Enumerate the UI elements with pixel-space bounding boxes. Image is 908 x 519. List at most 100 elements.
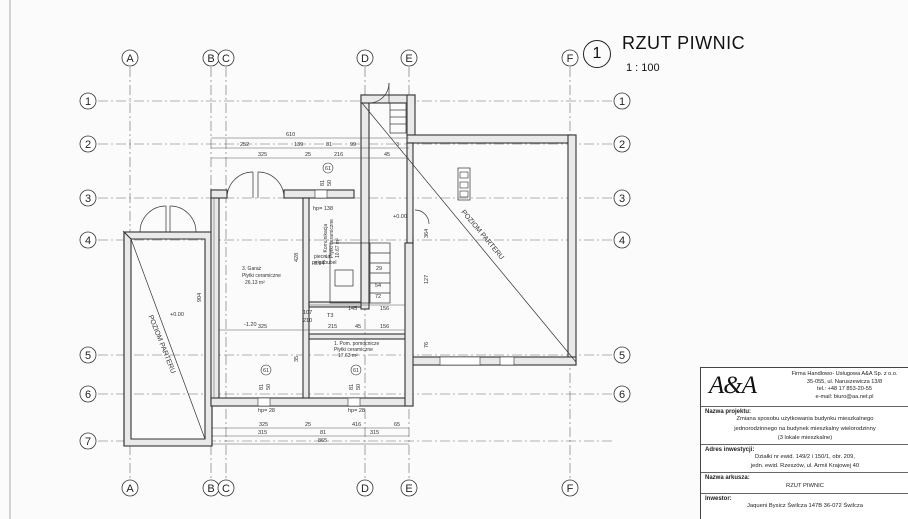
axis-label: B xyxy=(207,483,214,495)
window-id: 61 xyxy=(353,368,359,374)
dim-value: 65 xyxy=(394,422,400,428)
axis-label: C xyxy=(222,483,230,495)
mid-dimensions: 325 215 45 156 145 156 xyxy=(219,304,405,331)
room-finish: Płytki ceramiczne xyxy=(242,273,281,279)
room-name: 1. Pom. pomocnicze xyxy=(334,341,380,347)
sheet-label: Nazwa arkusza: xyxy=(705,474,750,481)
firm-name: Firma Handlowo- Usługowa A&A Sp. z o.o. xyxy=(791,371,898,377)
dim-value: 29 xyxy=(376,266,382,272)
level-mark: +0.00 xyxy=(393,214,407,220)
room-area: 10.67 m² xyxy=(335,238,341,258)
level-mark: -0.94 xyxy=(312,261,325,267)
axis-label: 1 xyxy=(85,96,91,108)
window-marker: 61 81 50 xyxy=(349,364,362,390)
axis-label: 5 xyxy=(619,350,625,362)
dim-value: 865 xyxy=(318,438,327,444)
hp-label: hp= 138 xyxy=(313,206,333,212)
dim-value: 45 xyxy=(384,152,390,158)
axis-label: 2 xyxy=(619,139,625,151)
sheet-name: RZUT PIWNIC xyxy=(786,482,824,489)
axis-label: A xyxy=(126,53,134,65)
axis-label: 3 xyxy=(85,193,91,205)
row-gridlines xyxy=(98,100,612,442)
dim-value: 416 xyxy=(352,422,361,428)
axis-label: 6 xyxy=(619,389,625,401)
dim-value: 72 xyxy=(375,294,381,300)
dim-value: 45 xyxy=(355,324,361,330)
dim-value: 25 xyxy=(305,422,311,428)
logo-text: A&A xyxy=(709,372,757,399)
walls xyxy=(122,82,577,447)
dim-value: 364 xyxy=(424,229,430,238)
misc-label: T3 xyxy=(327,313,333,319)
room-finish: Płytki ceramiczne xyxy=(329,219,335,258)
dim-value: 252 xyxy=(240,142,249,148)
level-label: POZIOM PARTERU xyxy=(459,209,504,261)
window-dim: 50 xyxy=(266,384,272,390)
dim-value: 25 xyxy=(305,152,311,158)
axis-label: C xyxy=(222,53,230,65)
room-finish: Płytki ceramiczne xyxy=(334,347,373,353)
firm-info: Firma Handlowo- Usługowa A&A Sp. z o.o. … xyxy=(782,371,907,401)
dim-value: 145 xyxy=(348,306,357,312)
project-line: (3 lokale mieszkalne) xyxy=(777,435,833,441)
misc-label: 107 xyxy=(303,310,312,316)
axis-label: F xyxy=(567,483,574,495)
window-marker: 61 81 50 xyxy=(320,162,334,186)
window-id: 61 xyxy=(263,368,269,374)
room-area: 26.13 m² xyxy=(245,280,265,286)
dim-value: 35 xyxy=(294,356,300,362)
firm-address: 35-055, ul. Naruszewicza 13/8 xyxy=(806,378,883,385)
misc-label: 210 xyxy=(303,318,312,324)
dim-value: 54 xyxy=(375,283,381,289)
stove-text: pelet/bubel xyxy=(312,260,336,266)
axis-label: D xyxy=(361,53,369,65)
dim-value: 76 xyxy=(424,342,430,348)
address-label: Adres inwestycji: xyxy=(705,446,755,453)
room-name: 3. Garaż xyxy=(242,266,262,272)
title-block: A&A Firma Handlowo- Usługowa A&A Sp. z o… xyxy=(700,367,908,519)
axis-label: 4 xyxy=(85,235,91,247)
dim-value: 156 xyxy=(380,324,389,330)
address-row: Adres inwestycji: Działki nr ewid. 149/2… xyxy=(701,445,908,473)
axis-label: A xyxy=(126,483,134,495)
hp-label: hp= 28 xyxy=(258,408,275,414)
room-3-label: 3. Garaż Płytki ceramiczne 26.13 m² xyxy=(242,266,281,286)
window-dim: 81 xyxy=(259,384,265,390)
window-marker: 61 81 50 xyxy=(259,364,272,390)
row-axis-left: 1 2 3 4 5 6 7 xyxy=(79,92,97,450)
room-name: 2. Komunikacja xyxy=(323,224,329,258)
sheet-row: Nazwa arkusza: RZUT PIWNIC xyxy=(701,473,908,494)
axis-label: 2 xyxy=(85,139,91,151)
dim-value: 99 xyxy=(350,142,356,148)
axis-label: 7 xyxy=(85,436,91,448)
title-block-header: A&A Firma Handlowo- Usługowa A&A Sp. z o… xyxy=(701,368,908,407)
investor-row: Inwestor: Jaqueni Bysicz Świlcza 147B 36… xyxy=(701,494,908,512)
firm-phone: tel.: +48 17 853-20-55 xyxy=(817,386,872,392)
dim-value: 315 xyxy=(258,430,267,436)
dim-value: 81 xyxy=(320,430,326,436)
drawing-title: RZUT PIWNIC xyxy=(622,33,746,53)
dim-value: 81 xyxy=(326,142,332,148)
dim-value: 904 xyxy=(197,293,203,302)
company-logo: A&A xyxy=(701,368,781,406)
column-gridlines xyxy=(129,67,571,478)
axis-label: 3 xyxy=(619,193,625,205)
axis-label: B xyxy=(207,53,214,65)
room-1-label: 1. Pom. pomocnicze Płytki ceramiczne 17.… xyxy=(334,341,380,359)
axis-label: 6 xyxy=(85,389,91,401)
project-row: Nazwa projektu: Zmiana sposobu użytkowan… xyxy=(701,407,908,445)
dim-value: 127 xyxy=(424,275,430,284)
level-label: POZIOM PARTERU xyxy=(146,314,176,374)
axis-label: E xyxy=(405,483,412,495)
project-line: jednorodzinnego na budynek mieszkalny wi… xyxy=(734,425,876,432)
vertical-dimensions: 904 428 364 127 29 54 72 35 76 xyxy=(197,198,430,398)
level-mark: -1.20 xyxy=(244,322,257,328)
column-axis-bottom: A B C D E F xyxy=(121,479,579,497)
dim-value: 325 xyxy=(258,152,267,158)
dim-value: 428 xyxy=(294,253,300,262)
dim-value: 156 xyxy=(380,306,389,312)
project-label: Nazwa projektu: xyxy=(705,409,752,415)
